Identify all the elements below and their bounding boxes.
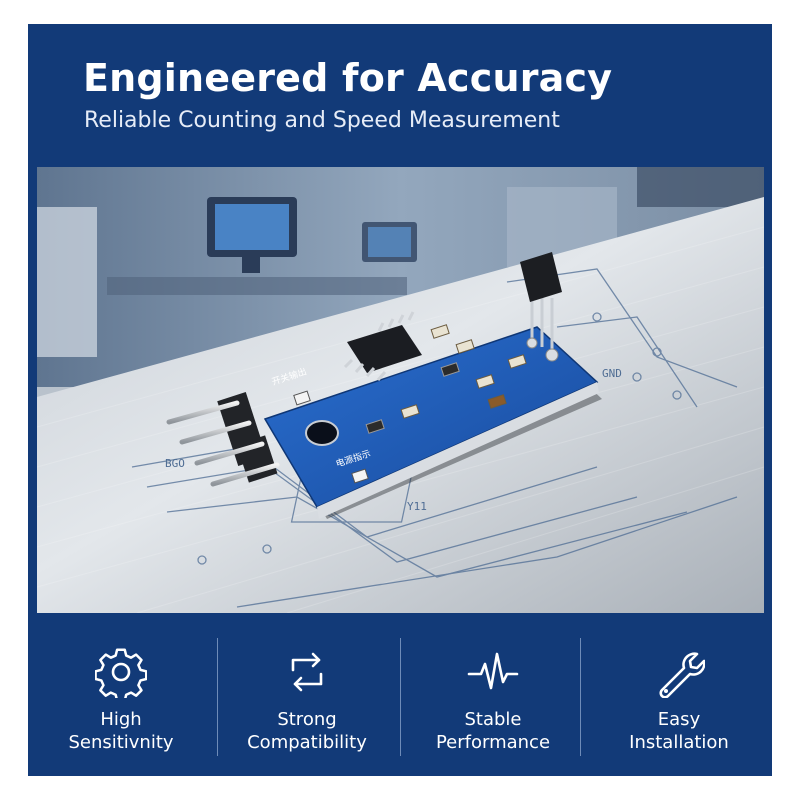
feature-strip: High Sensitivnity Strong Compatibility [28,620,772,776]
promo-card: Engineered for Accuracy Reliable Countin… [28,24,772,776]
feature-label: Stable Performance [400,708,586,754]
feature-stable-performance: Stable Performance [400,620,586,776]
feature-divider [400,638,401,756]
pcb-edge [317,382,599,519]
feature-label: High Sensitivnity [28,708,214,754]
page-subtitle: Reliable Counting and Speed Measurement [84,108,560,133]
mounting-hole [305,420,339,446]
header-pins [166,392,280,487]
feature-label-line2: Installation [629,732,729,753]
feature-strong-compatibility: Strong Compatibility [214,620,400,776]
feature-divider [217,638,218,756]
feature-label-line2: Performance [435,732,551,753]
feature-easy-installation: Easy Installation [586,620,772,776]
page-title: Engineered for Accuracy [83,56,613,100]
hall-sensor [520,252,562,362]
pulse-wave-icon [467,652,519,690]
product-photo: BGO GND Y11 [37,167,764,613]
feature-label-line1: Strong [277,709,337,730]
feature-label-line1: Easy [657,709,701,730]
feature-divider [580,638,581,756]
sensor-board-illustration: BGO GND Y11 [37,167,764,613]
smd-components [365,324,527,434]
power-led [293,390,311,406]
feature-label-line2: Compatibility [247,732,367,753]
feature-label: Easy Installation [586,708,772,754]
gear-icon [95,648,147,698]
feature-label-line2: Sensitivnity [68,732,174,753]
schematic-label-right: GND [602,367,622,380]
wrench-icon [659,652,705,698]
sync-arrows-icon [291,652,323,692]
feature-label-line1: High [100,709,142,730]
schematic-label-bottom: Y11 [407,500,427,513]
feature-label: Strong Compatibility [214,708,400,754]
schematic-label-left: BGO [165,457,185,470]
feature-high-sensitivity: High Sensitivnity [28,620,214,776]
feature-label-line1: Stable [464,709,522,730]
signal-led [351,468,369,484]
header: Engineered for Accuracy Reliable Countin… [28,24,772,167]
ic-chip [347,325,422,373]
